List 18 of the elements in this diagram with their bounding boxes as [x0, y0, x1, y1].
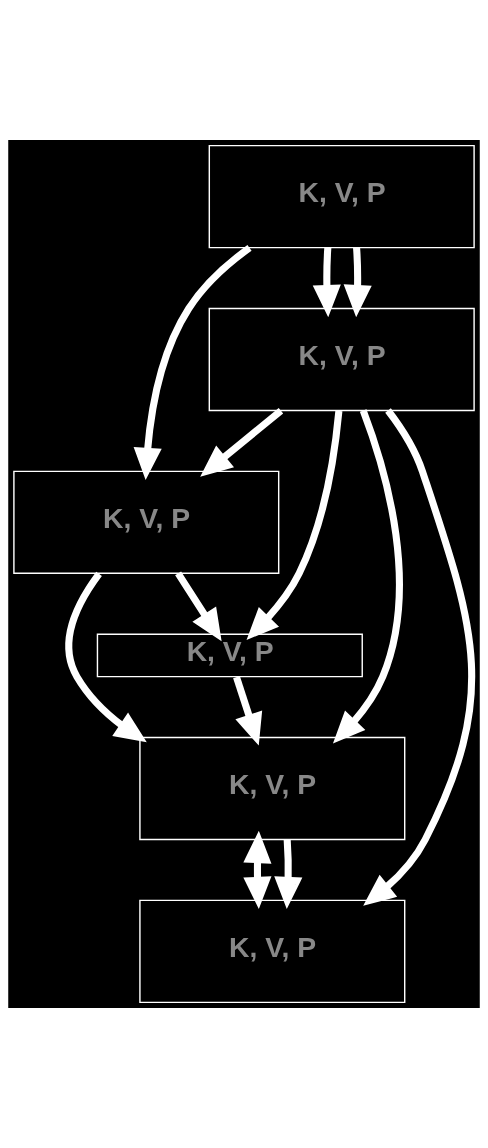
node-box: K, V, P — [139, 736, 406, 841]
node-box: K, V, P — [208, 307, 475, 412]
node-box: K, V, P — [13, 470, 280, 574]
arrow — [246, 410, 343, 640]
node-box: K, V, P — [208, 144, 475, 249]
node-box: K, V, P — [96, 633, 363, 678]
arrow — [343, 247, 372, 318]
arrow — [65, 571, 147, 743]
arrow — [133, 245, 252, 480]
arrow — [175, 571, 222, 642]
arrow — [200, 407, 284, 477]
arrow — [363, 408, 476, 906]
arrow — [312, 247, 341, 318]
arrow — [243, 830, 272, 910]
arrow — [274, 839, 303, 910]
arrow — [233, 676, 263, 746]
arrow — [332, 409, 403, 744]
node-box: K, V, P — [139, 899, 406, 1004]
